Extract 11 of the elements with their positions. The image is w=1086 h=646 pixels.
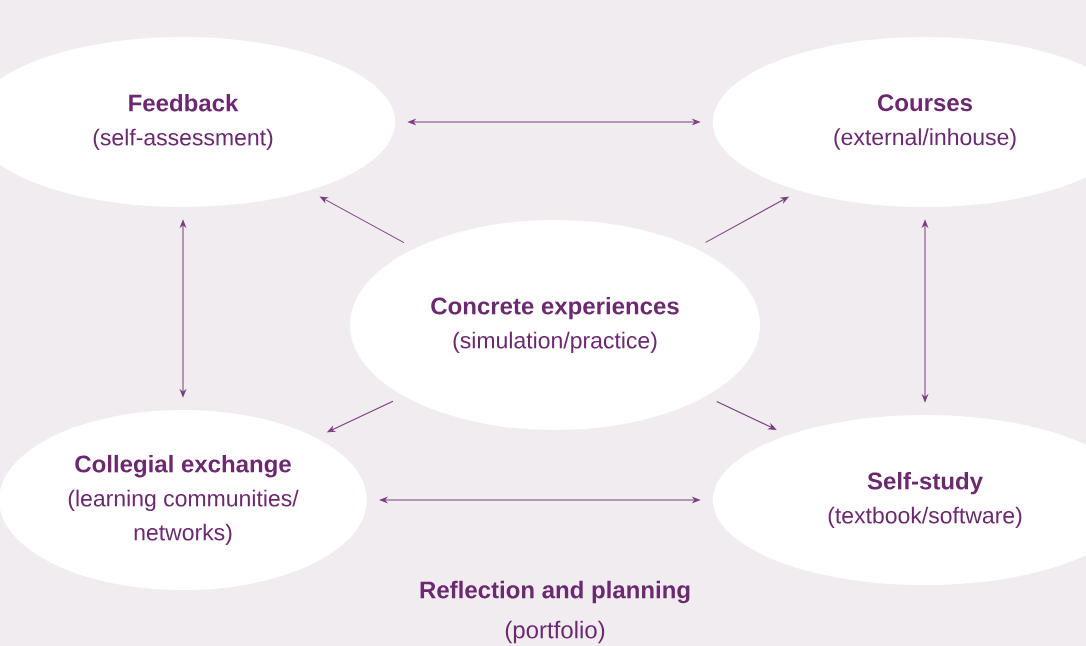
- arrow: [327, 400, 394, 433]
- ellipse-node: Concrete experiences (simulation/practice): [349, 220, 761, 430]
- caption-text: Reflection and planning: [420, 580, 690, 604]
- arrow: [320, 196, 405, 244]
- arrow: [408, 119, 700, 125]
- caption-text: (portfolio): [505, 620, 605, 644]
- arrow: [716, 401, 777, 430]
- arrow: [180, 220, 186, 397]
- arrow: [379, 497, 700, 503]
- arrow: [922, 220, 928, 402]
- arrow: [705, 196, 789, 243]
